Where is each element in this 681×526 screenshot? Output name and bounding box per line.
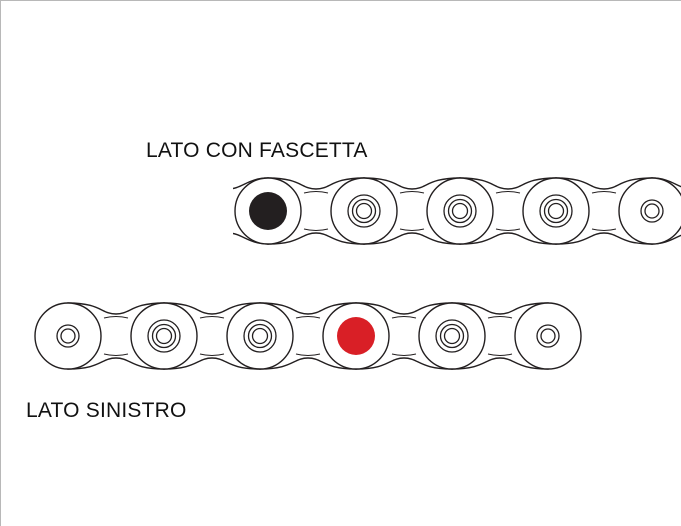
- plate-edge: [303, 191, 329, 194]
- plate-edge: [391, 316, 417, 319]
- plate-edge: [295, 316, 321, 319]
- marked-pin: [337, 317, 375, 355]
- plate-edge: [487, 353, 513, 356]
- plate-edge: [591, 191, 617, 194]
- pin-outer-ring: [347, 194, 381, 228]
- plate-edge: [295, 353, 321, 356]
- plate-edge: [399, 228, 425, 231]
- roller-lobe: [426, 177, 494, 245]
- roller-lobe: [522, 177, 590, 245]
- plate-edge: [399, 191, 425, 194]
- pin-outer-ring: [536, 324, 560, 348]
- pin-outer-ring: [56, 324, 80, 348]
- pin-outer-ring: [435, 319, 469, 353]
- pin-middle-ring: [151, 323, 177, 349]
- pin-middle-ring: [351, 198, 377, 224]
- roller-lobe: [226, 302, 294, 370]
- pin-middle-ring: [447, 198, 473, 224]
- roller-lobe: [418, 302, 486, 370]
- pin-outer-ring: [640, 199, 664, 223]
- pin-inner-ring: [443, 327, 461, 345]
- plate-edge: [303, 228, 329, 231]
- roller-lobe: [34, 302, 102, 370]
- pin-outer-ring: [147, 319, 181, 353]
- pin-outer-ring: [539, 194, 573, 228]
- label-top-side: LATO CON FASCETTA: [146, 139, 368, 162]
- roller-lobe: [330, 177, 398, 245]
- pin-inner-ring: [451, 202, 469, 220]
- plate-edge: [103, 353, 129, 356]
- pin-inner-ring: [60, 328, 76, 344]
- plate-edge: [199, 316, 225, 319]
- roller-lobe: [618, 177, 681, 245]
- pin-outer-ring: [443, 194, 477, 228]
- pin-inner-ring: [155, 327, 173, 345]
- plate-edge: [495, 228, 521, 231]
- roller-lobe: [514, 302, 582, 370]
- pin-outer-ring: [243, 319, 277, 353]
- chain-bottom: [34, 302, 582, 370]
- pin-middle-ring: [543, 198, 569, 224]
- pin-inner-ring: [547, 202, 565, 220]
- pin-middle-ring: [439, 323, 465, 349]
- pin-inner-ring: [355, 202, 373, 220]
- marked-pin: [249, 192, 287, 230]
- chain-top: [233, 177, 681, 245]
- plate-edge: [103, 316, 129, 319]
- roller-lobe: [130, 302, 198, 370]
- pin-inner-ring: [644, 203, 660, 219]
- pin-inner-ring: [540, 328, 556, 344]
- plate-edge: [487, 316, 513, 319]
- plate-edge: [495, 191, 521, 194]
- plate-edge: [591, 228, 617, 231]
- pin-inner-ring: [251, 327, 269, 345]
- plate-edge: [391, 353, 417, 356]
- label-left-side: LATO SINISTRO: [26, 399, 187, 422]
- plate-edge: [199, 353, 225, 356]
- pin-middle-ring: [247, 323, 273, 349]
